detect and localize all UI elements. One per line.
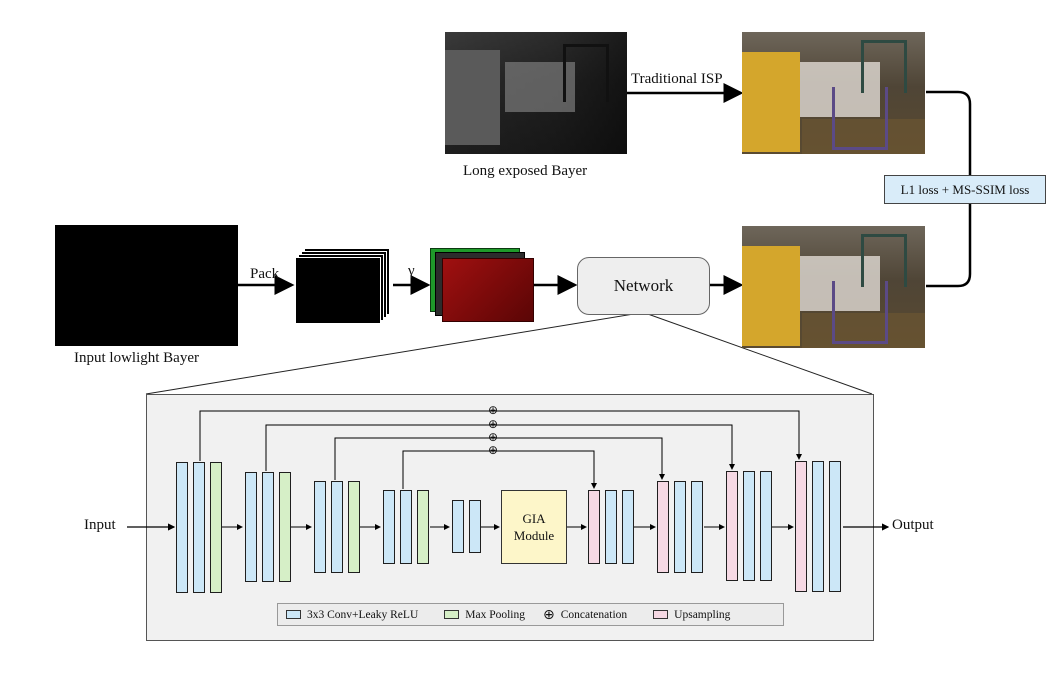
image-green-chair — [861, 40, 907, 93]
gamma-corrected-stack — [430, 248, 535, 323]
legend-pool: Max Pooling — [436, 609, 525, 621]
skip-connection-1 — [199, 410, 802, 461]
gamma-label: γ — [408, 263, 415, 279]
image-wall-shape — [445, 50, 500, 145]
network-box: Network — [577, 257, 710, 315]
conv-block — [829, 461, 841, 592]
conv-block — [314, 481, 326, 573]
image-tabletop — [800, 62, 880, 117]
legend-pool-swatch — [444, 610, 460, 619]
upsample-block — [795, 461, 807, 592]
conv-block — [605, 490, 617, 564]
gia-module: GIA Module — [501, 490, 567, 564]
conv-block — [245, 472, 257, 582]
image-purple-chair — [832, 87, 888, 150]
skip-connection-4 — [402, 450, 597, 489]
zoom-line-left — [145, 312, 641, 395]
gamma-layer-red — [442, 258, 534, 322]
conv-block — [469, 500, 481, 553]
conv-block — [262, 472, 274, 582]
upsample-block — [726, 471, 738, 581]
pool-block — [279, 472, 291, 582]
legend-up-label: Upsampling — [674, 608, 731, 621]
upsample-block — [588, 490, 600, 564]
conv-block — [176, 462, 188, 593]
conv-block — [622, 490, 634, 564]
image-yellow-wall — [742, 246, 800, 346]
image-tabletop — [800, 256, 880, 311]
image-yellow-wall — [742, 52, 800, 152]
pack-label: Pack — [250, 266, 280, 282]
legend-up: Upsampling — [645, 609, 730, 621]
conv-block — [383, 490, 395, 564]
pool-block — [348, 481, 360, 573]
conv-block — [812, 461, 824, 592]
legend: 3x3 Conv+Leaky ReLU Max Pooling ⊕ Concat… — [277, 603, 784, 626]
conv-block — [674, 481, 686, 573]
image-purple-chair — [832, 281, 888, 344]
gia-line1: GIA — [522, 511, 546, 526]
legend-concat: ⊕ Concatenation — [543, 607, 627, 623]
concat-symbol-3: ⊕ — [488, 430, 499, 444]
legend-pool-label: Max Pooling — [465, 608, 525, 621]
ground-truth-image — [742, 32, 925, 154]
gia-line2: Module — [513, 528, 555, 543]
conv-block — [193, 462, 205, 593]
legend-concat-label: Concatenation — [560, 608, 628, 621]
zoom-line-right — [644, 312, 873, 395]
input-lowlight-bayer-image — [55, 225, 238, 346]
legend-conv: 3x3 Conv+Leaky ReLU — [278, 609, 418, 621]
skip-connection-2 — [265, 424, 735, 471]
pool-block — [210, 462, 222, 593]
concat-icon: ⊕ — [543, 606, 555, 623]
input-lowlight-label: Input lowlight Bayer — [74, 350, 199, 366]
concat-symbol-2: ⊕ — [488, 417, 499, 431]
concat-symbol-4: ⊕ — [488, 443, 499, 457]
conv-block — [400, 490, 412, 564]
conv-block — [760, 471, 772, 581]
packed-channel-1 — [295, 257, 381, 324]
arch-output-label: Output — [892, 517, 934, 533]
legend-conv-swatch — [286, 610, 301, 619]
concat-symbol-1: ⊕ — [488, 403, 499, 417]
image-green-chair — [861, 234, 907, 287]
long-exposed-bayer-image — [445, 32, 627, 154]
conv-block — [331, 481, 343, 573]
legend-up-swatch — [653, 610, 669, 619]
legend-conv-label: 3x3 Conv+Leaky ReLU — [307, 608, 419, 621]
image-chair-shape — [563, 44, 609, 102]
skip-connection-3 — [334, 437, 665, 480]
traditional-isp-label: Traditional ISP — [631, 71, 723, 87]
conv-block — [743, 471, 755, 581]
network-output-image — [742, 226, 925, 348]
pool-block — [417, 490, 429, 564]
loss-box: L1 loss + MS-SSIM loss — [884, 175, 1046, 204]
conv-block — [691, 481, 703, 573]
upsample-block — [657, 481, 669, 573]
arch-input-label: Input — [84, 517, 116, 533]
long-exposed-label: Long exposed Bayer — [463, 163, 588, 179]
conv-block — [452, 500, 464, 553]
